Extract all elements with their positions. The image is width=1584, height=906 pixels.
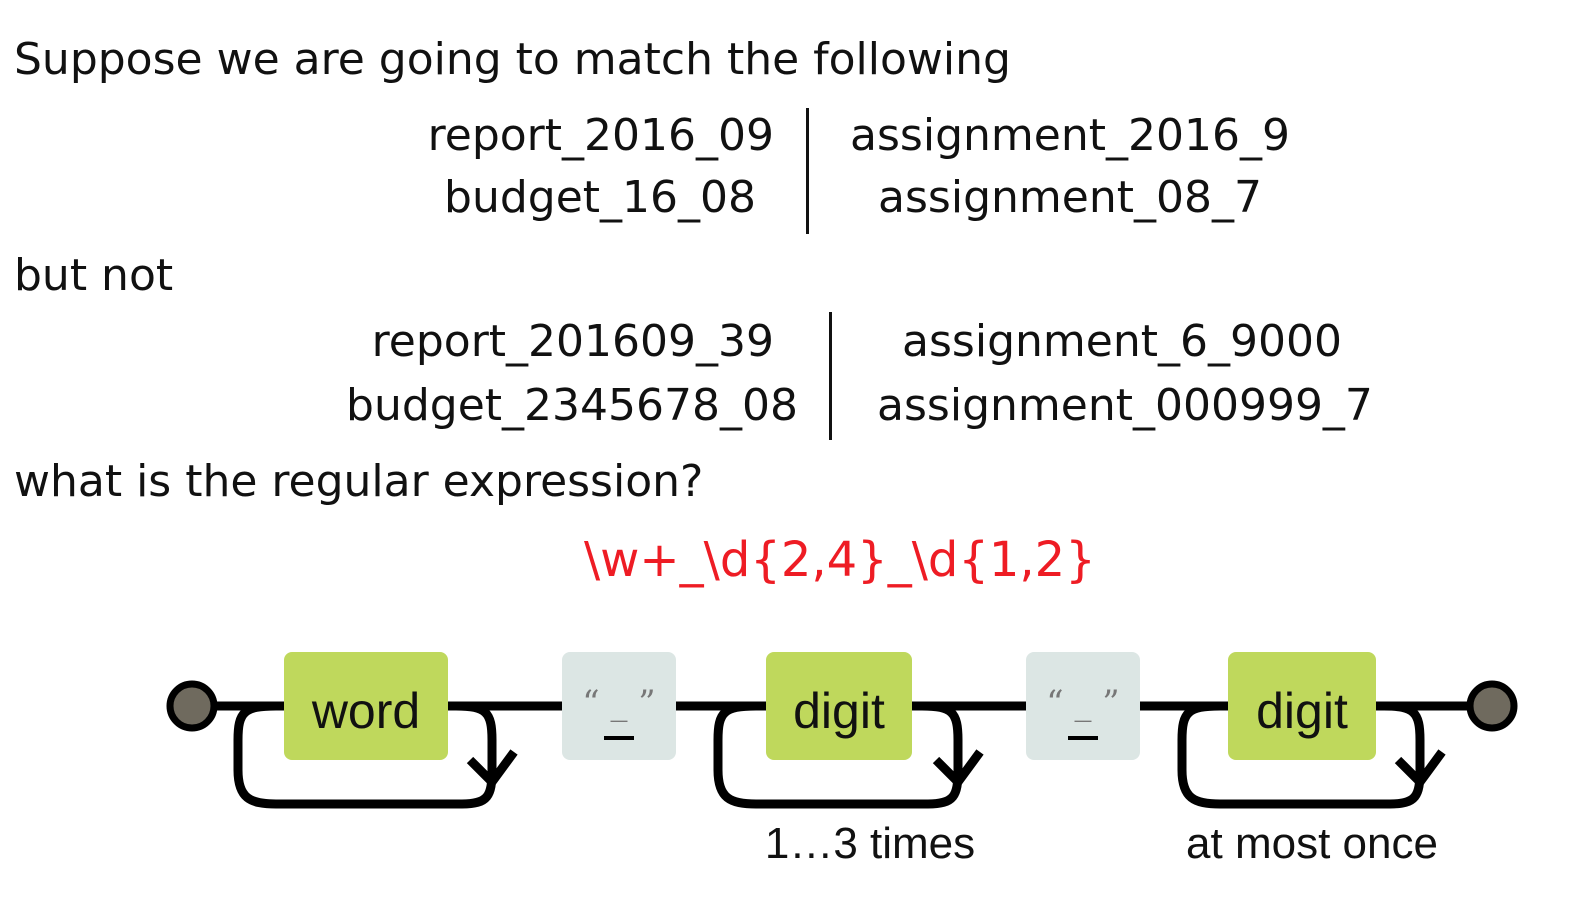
node-digit-2	[1228, 652, 1376, 760]
node-literal-1-label: “ _ ”	[582, 683, 655, 723]
end-terminal	[1466, 680, 1518, 732]
match-example-left-2: budget_16_08	[444, 172, 756, 223]
loop-arrow-icon	[1394, 749, 1446, 789]
match-example-right-1: assignment_2016_9	[850, 110, 1290, 161]
loop-track-word	[233, 701, 497, 809]
node-literal-2-label: “ _ ”	[1046, 683, 1119, 723]
nonmatch-example-right-1: assignment_6_9000	[902, 316, 1342, 367]
match-separator	[806, 108, 809, 234]
answer-regex: \w+_\d{2,4}_\d{1,2}	[584, 532, 1096, 588]
node-word	[284, 652, 448, 760]
node-word-label: word	[311, 683, 420, 739]
nonmatch-example-left-2: budget_2345678_08	[346, 380, 798, 431]
but-not-text: but not	[14, 250, 174, 301]
intro-text: Suppose we are going to match the follow…	[14, 34, 1011, 85]
loop-track-digit-2	[1177, 701, 1425, 809]
node-digit-1-label: digit	[793, 683, 885, 739]
node-digit-1	[766, 652, 912, 760]
match-example-right-2: assignment_08_7	[878, 172, 1262, 223]
start-terminal	[166, 680, 218, 732]
loop-label-digit-2: at most once	[1186, 819, 1438, 868]
nonmatch-separator	[829, 312, 832, 440]
loop-arrow-icon	[466, 749, 518, 789]
loop-track-digit-1	[713, 701, 963, 809]
node-digit-2-label: digit	[1256, 683, 1348, 739]
nonmatch-example-left-1: report_201609_39	[371, 316, 774, 367]
match-example-left-1: report_2016_09	[427, 110, 774, 161]
loop-label-digit-1: 1…3 times	[765, 819, 975, 868]
question-text: what is the regular expression?	[14, 456, 704, 507]
node-literal-1	[562, 652, 676, 760]
node-literal-2	[1026, 652, 1140, 760]
nonmatch-example-right-2: assignment_000999_7	[877, 380, 1373, 431]
loop-arrow-icon	[932, 749, 984, 789]
